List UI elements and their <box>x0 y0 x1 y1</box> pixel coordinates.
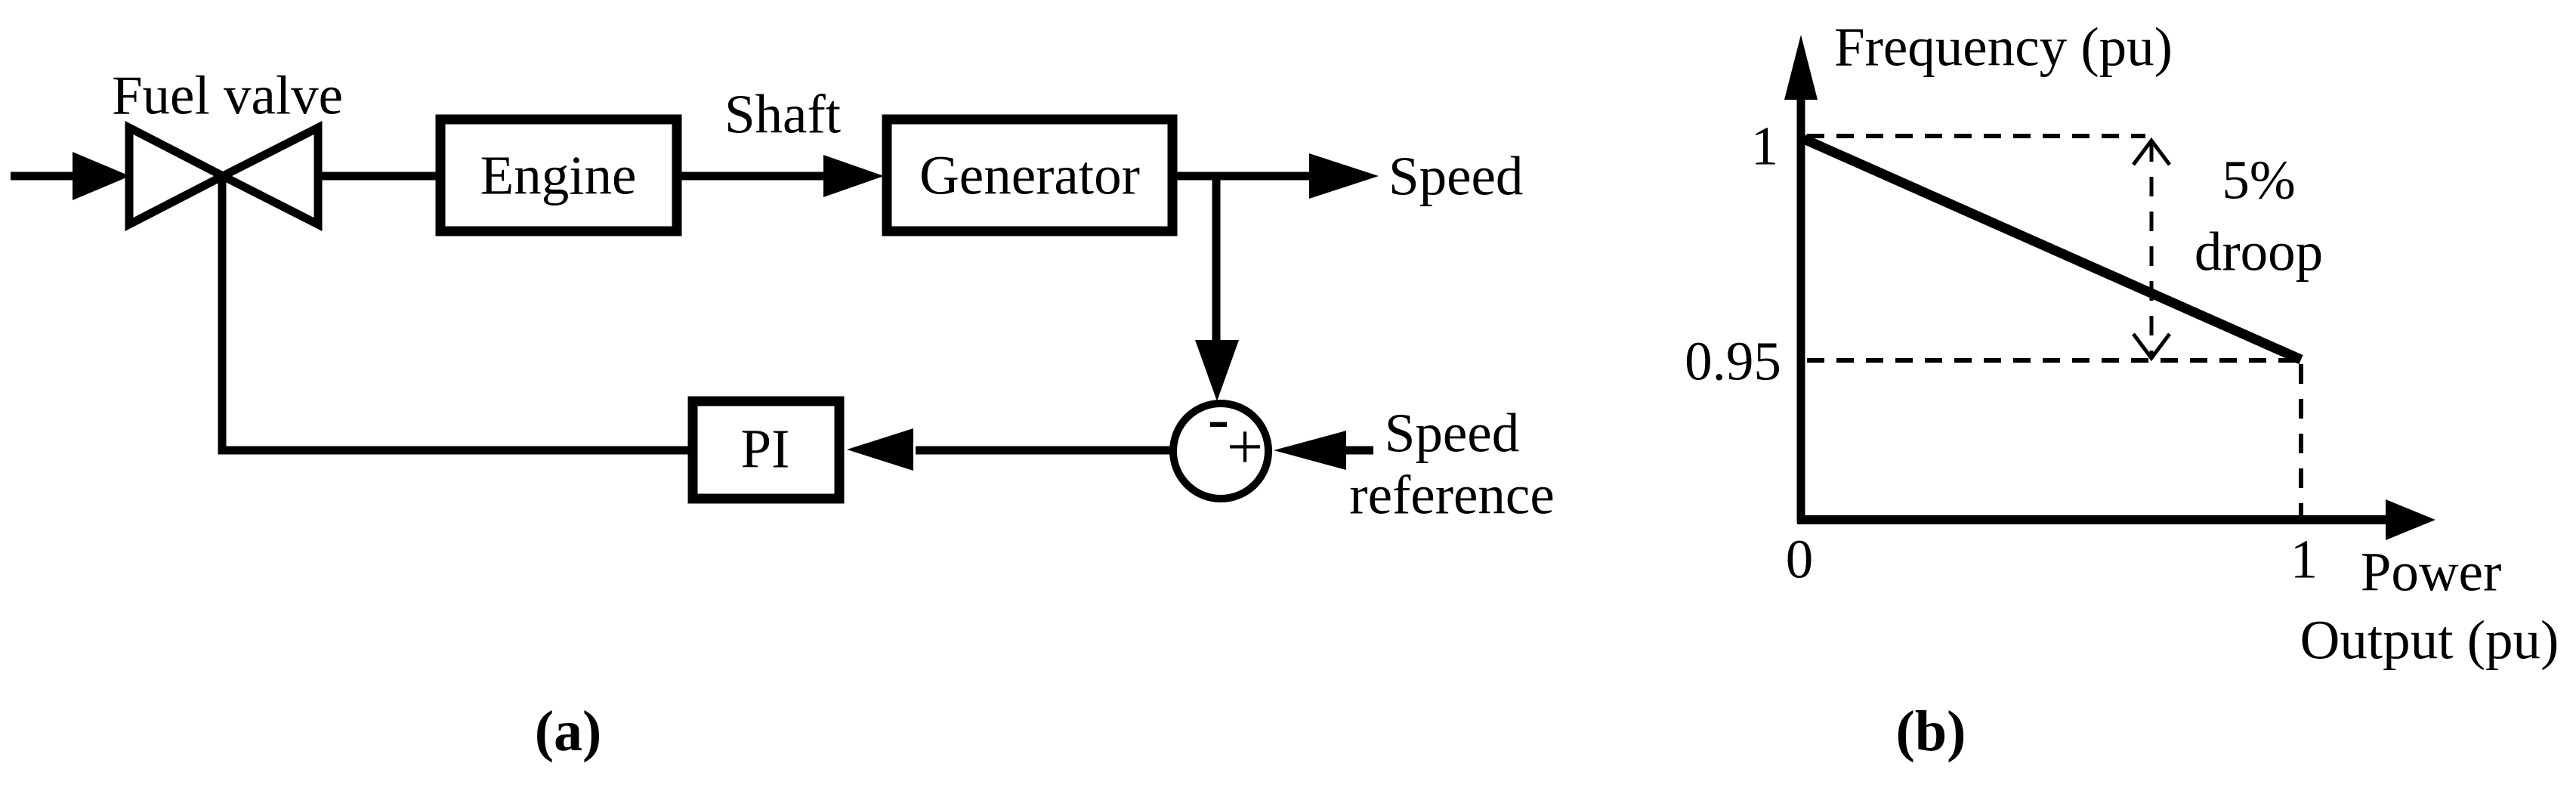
droop-characteristic-line <box>1802 134 2303 364</box>
pi-label: PI <box>741 419 790 480</box>
generator-label: Generator <box>919 145 1140 206</box>
panel-a-caption: (a) <box>535 700 602 763</box>
speed-reference-label-line2: reference <box>1349 465 1554 526</box>
droop-annotation-line1: 5% <box>2222 150 2295 211</box>
x-axis-title-line2: Output (pu) <box>2300 610 2559 671</box>
droop-annotation-line2: droop <box>2195 221 2323 283</box>
speed-output-label: Speed <box>1388 146 1523 207</box>
fuel-input-arrowhead-icon <box>73 152 130 200</box>
panel-b-droop-chart: Frequency (pu) Power Output (pu) 1 0.95 … <box>1685 17 2559 764</box>
panel-a-block-diagram: Fuel valve Engine Shaft Generator Speed … <box>11 65 1555 763</box>
speed-arrowhead-icon <box>1309 153 1379 199</box>
panel-b-caption: (b) <box>1896 700 1966 763</box>
y-tick-label-1: 1 <box>1751 116 1779 177</box>
y-tick-label-095: 0.95 <box>1685 331 1781 392</box>
fuel-valve-label: Fuel valve <box>112 65 343 126</box>
pi-input-arrowhead-icon <box>847 428 913 471</box>
speed-reference-arrowhead-icon <box>1274 431 1346 470</box>
droop-indicator-up-arrowhead-icon <box>2132 137 2171 166</box>
summing-junction <box>1169 400 1272 502</box>
droop-indicator-down-arrowhead-icon <box>2132 332 2171 362</box>
valve-left-triangle <box>125 120 232 232</box>
y-axis-title: Frequency (pu) <box>1834 17 2173 78</box>
speed-reference-label-line1: Speed <box>1385 403 1519 464</box>
shaft-arrowhead-icon <box>823 155 884 197</box>
engine-block <box>435 114 682 236</box>
valve-right-triangle <box>213 121 323 231</box>
x-axis-title-line1: Power <box>2361 542 2502 603</box>
pi-controller-block <box>687 396 845 504</box>
x-axis-arrowhead-icon <box>2386 499 2435 540</box>
engine-label: Engine <box>480 145 637 206</box>
y-axis-arrowhead-icon <box>1784 35 1818 100</box>
summing-plus-sign: + <box>1227 410 1264 483</box>
x-tick-label-0: 0 <box>1786 529 1814 590</box>
branch-down-arrowhead-icon <box>1195 340 1239 401</box>
shaft-label: Shaft <box>724 84 841 145</box>
summing-minus-sign: - <box>1208 382 1230 454</box>
pi-to-valve-feedback-path <box>218 176 690 455</box>
x-tick-label-1: 1 <box>2290 529 2318 590</box>
